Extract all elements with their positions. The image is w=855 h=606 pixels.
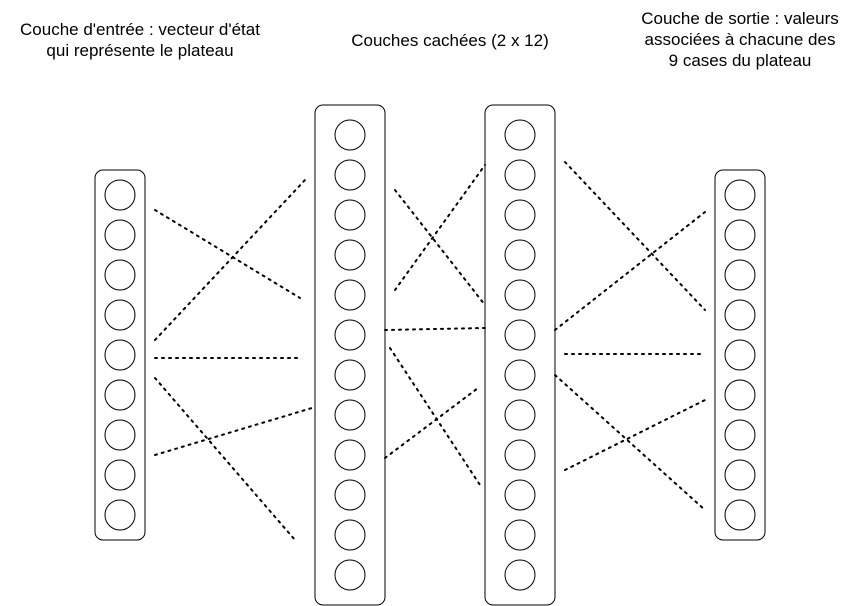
connection-line-8 (384, 327, 486, 331)
hidden-2-neuron-4 (504, 239, 536, 271)
input-label-line1: Couche d'entrée : vecteur d'état (20, 20, 260, 39)
hidden-2-neuron-7 (504, 359, 536, 391)
connection-line-10 (384, 387, 479, 459)
hidden-1-neuron-3 (334, 199, 366, 231)
hidden-2-neuron-11 (504, 519, 536, 551)
input-neuron-7 (104, 419, 136, 451)
input-neuron-8 (104, 459, 136, 491)
input-neuron-5 (104, 339, 136, 371)
hidden-1-neuron-1 (334, 119, 366, 151)
hidden-2-neuron-8 (504, 399, 536, 431)
hidden-2-layer-box (484, 104, 556, 606)
hidden-1-neuron-9 (334, 439, 366, 471)
output-neuron-3 (724, 259, 756, 291)
input-label-line2: qui représente le plateau (46, 41, 234, 60)
output-neuron-1 (724, 179, 756, 211)
output-neuron-5 (724, 339, 756, 371)
connection-line-14 (564, 399, 706, 471)
hidden-2-neuron-3 (504, 199, 536, 231)
connection-line-5 (154, 377, 296, 541)
input-neuron-4 (104, 299, 136, 331)
input-neuron-9 (104, 499, 136, 531)
hidden-label-line1: Couches cachées (2 x 12) (351, 31, 549, 50)
output-layer-label: Couche de sortie : valeurs associées à c… (620, 8, 855, 71)
hidden-2-neuron-12 (504, 559, 536, 591)
hidden-1-neuron-11 (334, 519, 366, 551)
hidden-1-neuron-10 (334, 479, 366, 511)
hidden-layers-label: Couches cachées (2 x 12) (320, 30, 580, 51)
connection-line-15 (554, 374, 706, 511)
output-label-line3: 9 cases du plateau (668, 51, 812, 70)
hidden-2-neuron-2 (504, 159, 536, 191)
hidden-2-neuron-6 (504, 319, 536, 351)
hidden-1-neuron-4 (334, 239, 366, 271)
connection-line-4 (154, 407, 313, 456)
output-neuron-8 (724, 459, 756, 491)
connection-line-11 (564, 161, 706, 311)
input-neuron-6 (104, 379, 136, 411)
input-layer-label: Couche d'entrée : vecteur d'état qui rep… (5, 19, 275, 61)
output-neuron-7 (724, 419, 756, 451)
hidden-1-neuron-5 (334, 279, 366, 311)
input-neuron-1 (104, 179, 136, 211)
hidden-1-neuron-12 (334, 559, 366, 591)
hidden-2-neuron-10 (504, 479, 536, 511)
hidden-1-neuron-2 (334, 159, 366, 191)
input-neuron-2 (104, 219, 136, 251)
input-neuron-3 (104, 259, 136, 291)
hidden-2-neuron-1 (504, 119, 536, 151)
connection-line-1 (154, 209, 301, 299)
output-label-line1: Couche de sortie : valeurs (641, 9, 839, 28)
connection-line-6 (394, 189, 486, 306)
output-neuron-6 (724, 379, 756, 411)
input-layer-box (94, 169, 146, 541)
connection-line-7 (394, 164, 486, 291)
output-neuron-9 (724, 499, 756, 531)
hidden-2-neuron-9 (504, 439, 536, 471)
output-neuron-2 (724, 219, 756, 251)
connection-line-2 (154, 179, 306, 341)
connection-line-9 (389, 347, 481, 486)
hidden-1-neuron-7 (334, 359, 366, 391)
output-neuron-4 (724, 299, 756, 331)
hidden-1-neuron-6 (334, 319, 366, 351)
connection-line-12 (554, 211, 706, 331)
hidden-2-neuron-5 (504, 279, 536, 311)
hidden-1-neuron-8 (334, 399, 366, 431)
hidden-1-layer-box (314, 104, 386, 606)
output-layer-box (714, 169, 766, 541)
output-label-line2: associées à chacune des (644, 30, 836, 49)
